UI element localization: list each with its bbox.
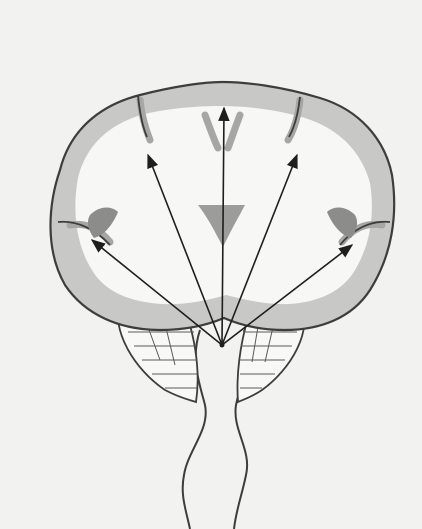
arrow-origin [220, 343, 225, 348]
